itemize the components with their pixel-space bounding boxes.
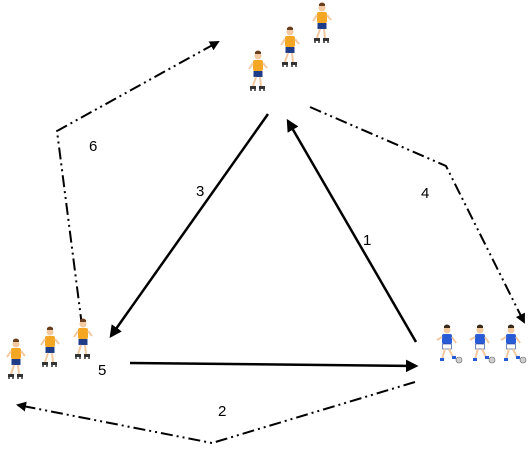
- arrow-4: [309, 106, 525, 324]
- arrow-6: [55, 41, 220, 327]
- step-label-6: 6: [89, 138, 97, 155]
- arrow-1: [286, 118, 418, 343]
- player-with-ball-icon: [500, 323, 527, 364]
- skater-icon: [40, 325, 60, 368]
- skater-icon: [248, 49, 268, 92]
- step-label-4: 4: [421, 185, 429, 202]
- arrow-3: [109, 113, 270, 339]
- skater-icon: [312, 1, 332, 44]
- skater-icon: [280, 25, 300, 68]
- step-label-3: 3: [196, 183, 204, 200]
- player-group-top: [248, 1, 332, 92]
- step-label-5: 5: [98, 362, 106, 379]
- player-with-ball-icon: [436, 323, 463, 364]
- player-group-bottom-right: [436, 323, 527, 364]
- player-with-ball-icon: [469, 323, 496, 364]
- player-group-bottom-left: [6, 317, 93, 380]
- arrow-2: [16, 381, 416, 445]
- skater-icon: [6, 337, 26, 380]
- step-label-2: 2: [218, 403, 226, 420]
- skater-icon: [73, 317, 93, 360]
- arrow-5: [129, 359, 419, 373]
- step-label-1: 1: [363, 232, 371, 249]
